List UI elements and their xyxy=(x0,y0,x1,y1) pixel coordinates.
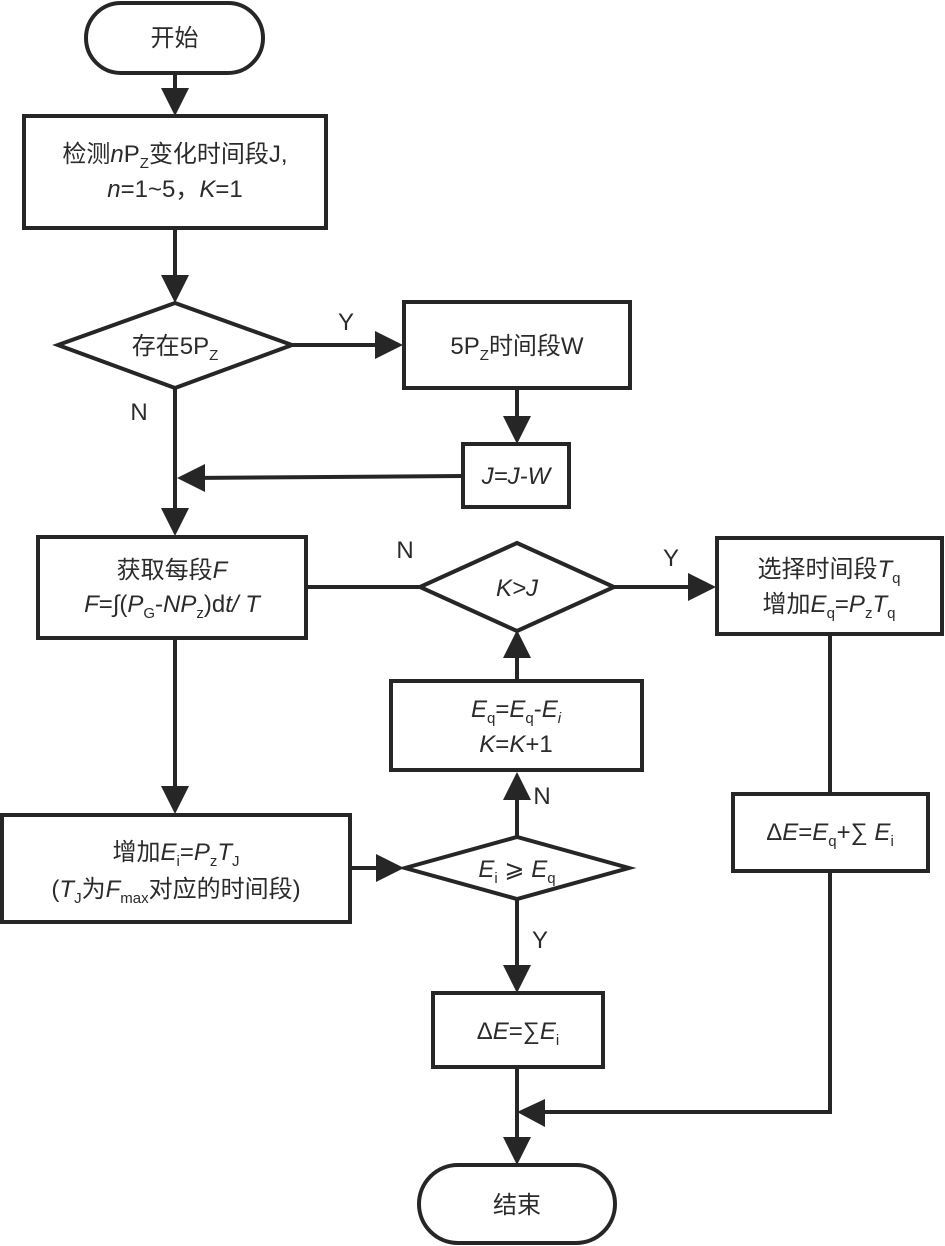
end-node: 结束 xyxy=(417,1163,617,1245)
eq-update-line1: Eq=Eq-Ei xyxy=(471,696,562,727)
exist-5pz-diamond xyxy=(52,300,298,391)
edge-labels: Y N N Y N Y xyxy=(130,309,679,954)
k-gt-j-diamond xyxy=(415,540,619,634)
getF-box xyxy=(36,535,308,640)
label-eq-no: N xyxy=(533,783,550,810)
select-tq-node: 选择时间段Tq 增加Eq=PzTq xyxy=(715,536,944,636)
detect-line1: 检测nPZ变化时间段J, xyxy=(62,141,287,172)
eq-update-box xyxy=(389,679,644,772)
k-gt-j-label: K>J xyxy=(496,575,539,602)
delta-e-sum-node: ΔE=∑Ei xyxy=(431,991,605,1069)
arrowhead-down xyxy=(161,88,189,116)
jminusw-label: J=J-W xyxy=(481,463,553,490)
edge-jminusw-merge xyxy=(189,474,463,480)
jminusw-node: J=J-W xyxy=(461,442,571,509)
arrowhead-down xyxy=(161,275,189,303)
select-tq-line1: 选择时间段Tq xyxy=(757,556,900,587)
arrowhead-down xyxy=(503,965,531,993)
arrowhead-up xyxy=(503,772,531,800)
label-eq-yes: Y xyxy=(532,927,548,954)
arrowhead-down xyxy=(161,508,189,536)
detect-line2: n=1~5，K=1 xyxy=(107,176,242,203)
arrowhead-left xyxy=(177,464,205,492)
detect-box xyxy=(22,114,328,230)
arrowhead-right xyxy=(375,331,403,359)
delta-e-sum-box xyxy=(431,991,605,1069)
ei-ge-eq-decision: Ei ⩾ Eq xyxy=(397,834,637,902)
arrowhead-up xyxy=(503,630,531,658)
delta-e-eq-sum-box xyxy=(731,792,930,873)
detect-node: 检测nPZ变化时间段J, n=1~5，K=1 xyxy=(22,114,328,230)
label-kj-yes: Y xyxy=(663,545,679,572)
arrowhead-down xyxy=(503,1137,531,1165)
arrowhead-down xyxy=(161,786,189,814)
getF-node: 获取每段F F=∫(PG-NPz)dt/ T xyxy=(36,535,308,640)
exist-5pz-decision: 存在5PZ xyxy=(52,300,298,391)
label-exist-yes: Y xyxy=(338,309,354,336)
k-gt-j-decision: K>J xyxy=(415,540,619,634)
edge-dEsumEq-merge xyxy=(530,871,832,1114)
end-terminal-shape xyxy=(417,1163,617,1245)
delta-e-eq-sum-label: ΔE=Eq+∑ Ei xyxy=(766,819,894,850)
add-ei-line2: (TJ为Fmax对应的时间段) xyxy=(51,876,300,907)
start-label: 开始 xyxy=(151,25,199,52)
label-exist-no: N xyxy=(130,399,147,426)
seg5pz-box xyxy=(402,300,632,390)
seg5pz-label: 5PZ时间段W xyxy=(450,333,584,364)
eq-update-node: Eq=Eq-Ei K=K+1 xyxy=(389,679,644,772)
delta-e-sum-label: ΔE=∑Ei xyxy=(477,1018,560,1049)
add-ei-node: 增加Ei=PzTJ (TJ为Fmax对应的时间段) xyxy=(0,813,352,924)
arrowhead-right xyxy=(376,854,404,882)
exist-5pz-label: 存在5PZ xyxy=(132,333,219,364)
arrowhead-right xyxy=(688,573,716,601)
ei-ge-eq-diamond xyxy=(397,834,637,902)
jminusw-box xyxy=(461,442,571,509)
select-tq-line2: 增加Eq=PzTq xyxy=(763,591,896,622)
arrowhead-left xyxy=(517,1099,545,1127)
arrowhead-down xyxy=(503,416,531,444)
eq-update-line2: K=K+1 xyxy=(479,731,552,758)
add-ei-line1: 增加Ei=PzTJ xyxy=(112,839,239,870)
start-node: 开始 xyxy=(84,1,265,75)
label-kj-no: N xyxy=(396,537,413,564)
getF-line1: 获取每段F xyxy=(117,557,229,584)
end-label: 结束 xyxy=(493,1192,541,1219)
getF-line2: F=∫(PG-NPz)dt/ T xyxy=(84,591,262,622)
ei-ge-eq-label: Ei ⩾ Eq xyxy=(478,856,555,887)
add-ei-box xyxy=(0,813,352,924)
start-terminal-shape xyxy=(84,1,265,75)
select-tq-box xyxy=(715,536,944,636)
delta-e-eq-sum-node: ΔE=Eq+∑ Ei xyxy=(731,792,930,873)
seg5pz-node: 5PZ时间段W xyxy=(402,300,632,390)
